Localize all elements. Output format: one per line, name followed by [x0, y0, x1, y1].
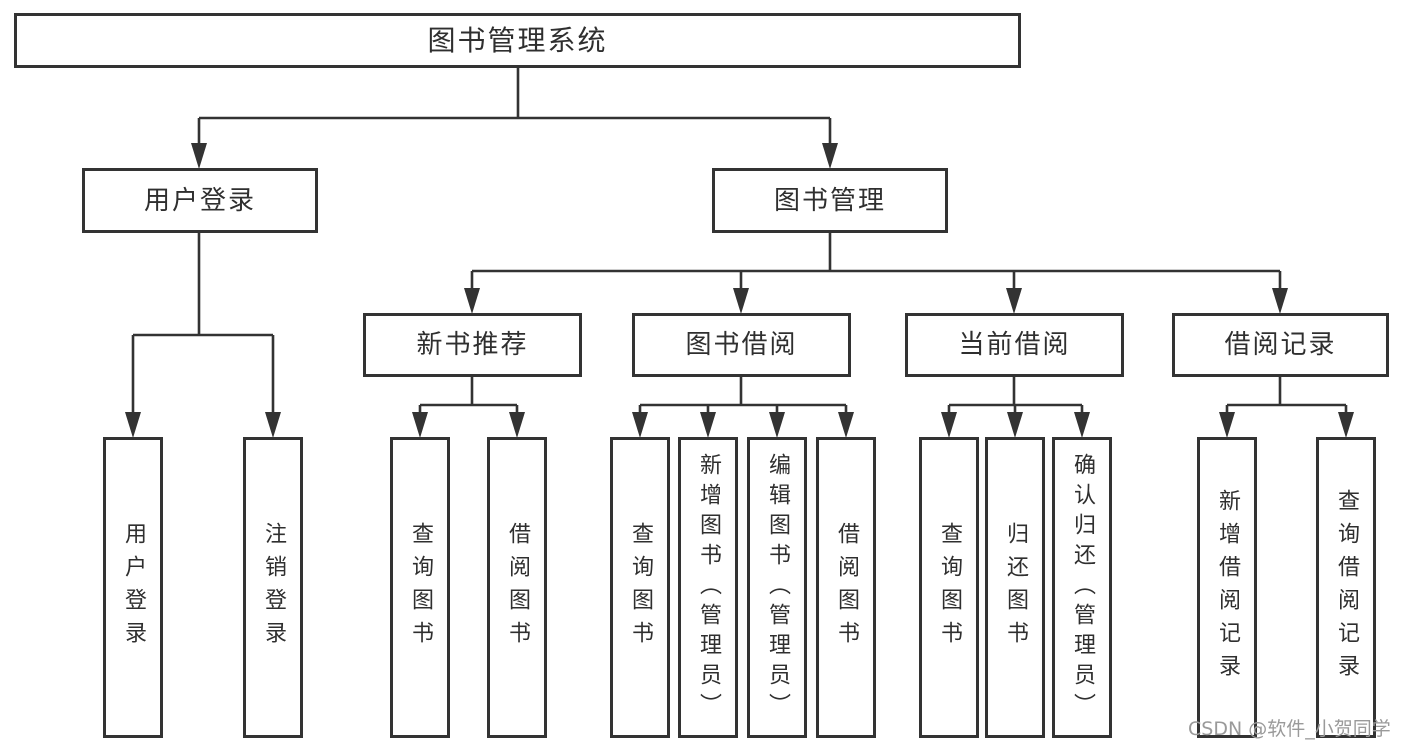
- csdn-watermark: CSDN @软件_小贺同学: [1188, 718, 1391, 740]
- node-book-management: 图书管理: [712, 168, 948, 233]
- leaf-user-login: 用户登录: [103, 437, 163, 738]
- leaf-query-books-recommend: 查询图书: [390, 437, 450, 738]
- node-library-management-system: 图书管理系统: [14, 13, 1021, 68]
- node-new-book-recommend: 新书推荐: [363, 313, 582, 377]
- leaf-add-books-admin: 新增图书（管理员）: [678, 437, 738, 738]
- node-user-login: 用户登录: [82, 168, 318, 233]
- arrowheads: [125, 143, 1354, 438]
- leaf-logout: 注销登录: [243, 437, 303, 738]
- node-current-borrow: 当前借阅: [905, 313, 1124, 377]
- leaf-query-borrow-record: 查询借阅记录: [1316, 437, 1376, 738]
- node-book-borrow: 图书借阅: [632, 313, 851, 377]
- leaf-confirm-return-admin: 确认归还（管理员）: [1052, 437, 1112, 738]
- tree-edges: [131, 68, 1348, 415]
- node-borrow-records: 借阅记录: [1172, 313, 1389, 377]
- leaf-return-books: 归还图书: [985, 437, 1045, 738]
- leaf-query-books-current: 查询图书: [919, 437, 979, 738]
- leaf-borrow-books: 借阅图书: [816, 437, 876, 738]
- leaf-query-books-borrow: 查询图书: [610, 437, 670, 738]
- leaf-borrow-books-recommend: 借阅图书: [487, 437, 547, 738]
- leaf-add-borrow-record: 新增借阅记录: [1197, 437, 1257, 738]
- leaf-edit-books-admin: 编辑图书（管理员）: [747, 437, 807, 738]
